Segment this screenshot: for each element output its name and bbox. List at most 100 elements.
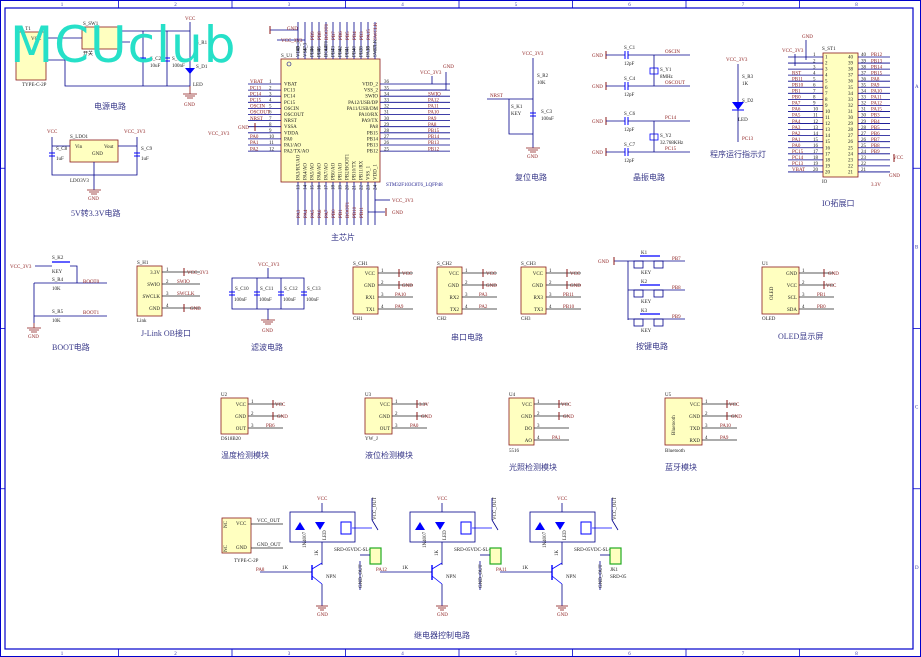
jlink-pin-number: 1	[166, 268, 169, 273]
r4-net: BOOT0	[83, 280, 100, 285]
mcu-pin-name: PA6/AO	[318, 163, 323, 180]
runled-net: PC13	[742, 137, 754, 142]
module-pin-name: GND	[235, 415, 246, 420]
module-pin-name: GND	[521, 415, 532, 420]
mcu-net-label: PC15	[250, 99, 262, 104]
io-net-label: PA4	[792, 120, 801, 125]
io-pin-inner: 3	[825, 68, 828, 73]
module-pin-name: OUT	[236, 427, 246, 432]
io-pin-inner: 18	[825, 158, 831, 163]
io-pin-number: 20	[813, 168, 819, 173]
io-pin-inner: 4	[825, 74, 828, 79]
r4-ref: S_R4	[52, 278, 64, 283]
r2-value: 10K	[537, 81, 546, 86]
io-pin-inner: 29	[848, 122, 854, 127]
boot-title: BOOT电路	[52, 342, 90, 352]
mcu-pin-name: PB15	[367, 131, 379, 136]
power-circuit: S_T1 VCC TYPE-C-2P S_SW1 开关 S_C2 10uF S_…	[15, 17, 208, 111]
mcu-net-label: BOOT0	[325, 23, 330, 40]
mcu-pin-number: 47	[304, 46, 309, 52]
mcu-pin-number: 23	[367, 185, 372, 191]
r3-ref: S_R3	[742, 75, 754, 80]
io-part: IO	[822, 180, 828, 185]
mcu-pin-number: 11	[269, 141, 274, 146]
relay-part: SRD-05VDC-SL-C	[574, 548, 614, 553]
io-net-label: PB8	[871, 144, 880, 149]
crystal-gnd-label: GND	[592, 151, 603, 156]
c9-ref: S_C9	[141, 147, 153, 152]
io-pin-number: 34	[861, 90, 867, 95]
module-pin-number: 4	[705, 436, 708, 441]
d1-label: LED	[193, 83, 203, 88]
wire	[551, 562, 563, 570]
io-net-label: PB9	[871, 150, 880, 155]
module-net-label: GND	[731, 415, 742, 420]
uart-pin-name: TX3	[534, 308, 544, 313]
relay-base-resistor: 1K	[522, 566, 529, 571]
relay-gnd-label: GND	[437, 613, 448, 618]
mcu-net-label: PA3	[297, 209, 302, 218]
mcu-pin-name: PB4	[353, 48, 358, 57]
io-pin-number: 6	[813, 83, 816, 88]
io-pin-inner: 9	[825, 104, 828, 109]
relay-led-label: LED	[563, 530, 568, 540]
io-pin-number: 32	[861, 102, 867, 107]
ldo-vout: Vout	[104, 145, 114, 150]
mcu-pin-number: 20	[346, 185, 351, 191]
crystal-gnd-label: GND	[592, 85, 603, 90]
io-pin-number: 39	[861, 59, 867, 64]
crystal-cap-value: 12pF	[624, 159, 635, 164]
frame-col-label: 3	[288, 3, 291, 8]
uart-port-ref: S_CH3	[521, 262, 536, 267]
mcu-pin-name: PB6	[339, 48, 344, 57]
io-net-label: PA10	[871, 90, 882, 95]
mcu-pin-number: 17	[325, 185, 330, 191]
io-pin-inner: 26	[848, 140, 854, 145]
mcu-vcc3-top: VCC_3V3	[281, 39, 303, 44]
oled-ref: U1	[762, 262, 769, 267]
flyback-diode	[295, 522, 305, 530]
mcu-pin-name: PA4/AO	[304, 163, 309, 180]
mcu-pin-name: SWIO	[365, 95, 378, 100]
sw1-ref: S_SW1	[83, 22, 99, 27]
crystal-cap-value: 12pF	[624, 62, 635, 67]
mcu-vcc3-bottom: VCC_3V3	[392, 199, 414, 204]
module-pin-number: 3	[251, 424, 254, 429]
filter-cap-value: 100nF	[306, 298, 319, 303]
mcu-pin-name: VDD_3	[297, 41, 302, 57]
module-pin-number: 3	[537, 424, 540, 429]
key-contact	[653, 318, 664, 327]
io-net-label: PA8	[871, 77, 880, 82]
io-vcc3-label: VCC_3V3	[782, 49, 804, 54]
reset-vcc3: VCC_3V3	[522, 52, 544, 57]
mcu-net-label: PB8	[318, 31, 323, 40]
mcu-net-label: PB10	[353, 206, 358, 218]
module-pin-name: VCC	[522, 403, 533, 408]
mcu-net-label: PC14	[250, 92, 262, 97]
mcu-pin-number: 12	[269, 147, 275, 152]
io-pin-inner: 13	[825, 128, 831, 133]
t1-ref: S_T1	[20, 27, 31, 32]
module-pin-name: OUT	[380, 427, 390, 432]
io-gnd-top: GND	[802, 35, 813, 40]
uart-pin-name: GND	[532, 284, 543, 289]
crystal-circuit: GNDS_C112pFOSCINGNDS_C412pFOSCOUTGNDS_C6…	[592, 46, 690, 182]
uart-net-label: VCC	[486, 272, 497, 277]
mcu-pin-number: 44	[325, 46, 330, 52]
jlink-pin-number: 4	[166, 304, 169, 309]
io-net-label: PB5	[871, 126, 880, 131]
mcu-net-label: SWCLK	[374, 22, 379, 40]
io-gnd: GND	[889, 174, 900, 179]
ldo-gnd: GND	[92, 152, 103, 157]
module-pin-number: 2	[251, 412, 254, 417]
mcu-vcc3-left: VCC_3V3	[208, 132, 230, 137]
jlink-pin-name: SWCLK	[143, 295, 161, 300]
mcu-pin-name: PB7	[332, 48, 337, 57]
mcu-pin-name: BOOT0	[325, 40, 330, 57]
mcu-pin-name: OSCIN	[284, 107, 299, 112]
io-pin-number: 22	[861, 162, 867, 167]
io-net-label: PB6	[871, 132, 880, 137]
mcu-pin-name: NRST	[284, 119, 297, 124]
crystal-cap-ref: S_C4	[624, 77, 636, 82]
